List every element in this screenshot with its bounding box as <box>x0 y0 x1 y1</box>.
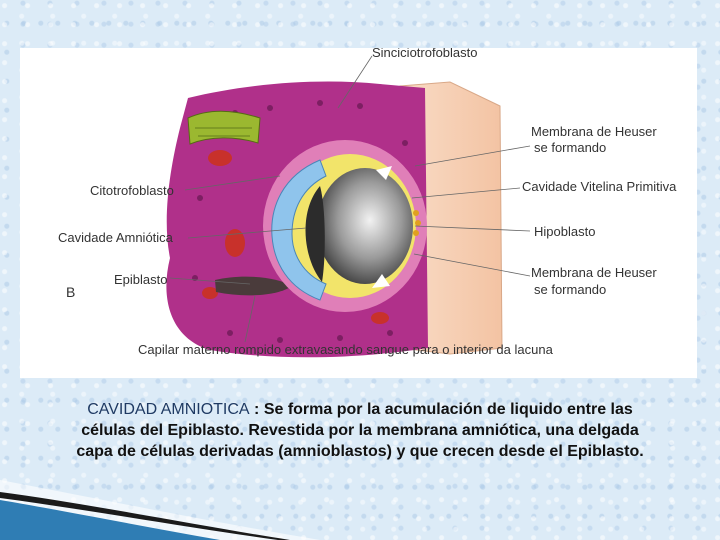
panel-letter: B <box>66 284 75 300</box>
primitive-yolk-cavity <box>317 168 413 284</box>
flow-arrows <box>372 166 392 288</box>
label-membrana-heuser-top-sub: se formando <box>534 140 606 155</box>
epiblast-layer <box>271 159 327 301</box>
label-capilar: Capilar materno rompido extravasando san… <box>138 342 554 357</box>
lacunae <box>202 150 389 324</box>
label-citotrofoblasto: Citotrofoblasto <box>90 183 174 198</box>
caption-term: CAVIDAD AMNIOTICA <box>87 401 250 418</box>
label-hipoblasto: Hipoblasto <box>534 224 595 239</box>
label-cavidade-vitelina: Cavidade Vitelina Primitiva <box>522 179 677 194</box>
heuser-membrane-dots <box>413 210 421 236</box>
figure-panel: Sinciciotrofoblasto Membrana de Heuser s… <box>20 48 697 378</box>
label-leaders <box>169 55 531 343</box>
label-cavidade-amniotica: Cavidade Amniótica <box>58 230 174 245</box>
uterine-gland <box>187 110 261 145</box>
amniotic-cavity <box>305 186 325 282</box>
label-membrana-heuser-bottom-sub: se formando <box>534 282 606 297</box>
caption: CAVIDAD AMNIOTICA : Se forma por la acum… <box>70 399 650 462</box>
embryo-illustration: Sinciciotrofoblasto Membrana de Heuser s… <box>58 48 677 358</box>
maternal-capillary <box>215 276 292 296</box>
label-membrana-heuser-bottom: Membrana de Heuser <box>531 265 657 280</box>
caption-text: : Se forma por la acumulación de liquido… <box>76 401 644 460</box>
corner-decoration <box>0 480 320 540</box>
label-membrana-heuser-top: Membrana de Heuser <box>531 124 657 139</box>
label-epiblasto: Epiblasto <box>114 272 167 287</box>
label-sinciciotrofoblasto: Sinciciotrofoblasto <box>372 48 478 60</box>
